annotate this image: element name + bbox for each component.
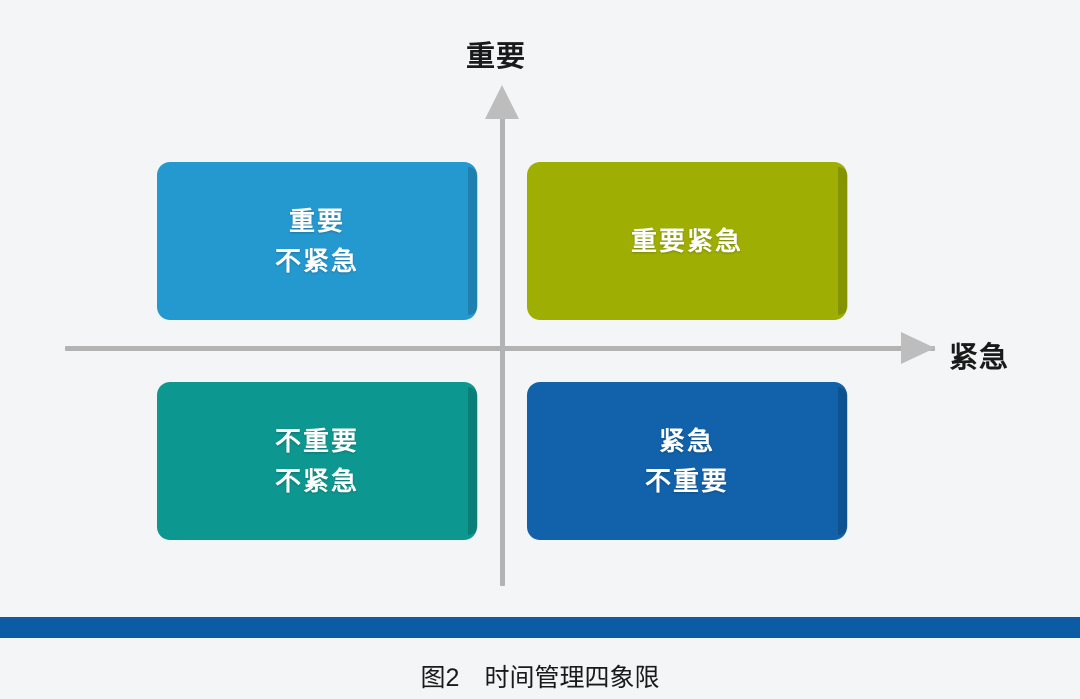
bottom-divider-bar <box>0 617 1080 638</box>
figure-caption: 图2 时间管理四象限 <box>420 664 660 692</box>
quadrant-label-line-2: 不重要 <box>644 466 729 496</box>
quadrant-label-line-1: 重要紧急 <box>630 225 743 256</box>
quadrant-not-important-not-urgent[interactable]: 不重要 不紧急 <box>157 382 478 540</box>
quadrant-urgent-not-important[interactable]: 紧急 不重要 <box>527 382 848 540</box>
quadrant-label-line-1: 紧急 <box>658 425 715 456</box>
vertical-axis-label: 重要 <box>466 41 527 73</box>
quadrant-important-urgent[interactable]: 重要紧急 <box>527 162 848 320</box>
quadrant-important-not-urgent[interactable]: 重要 不紧急 <box>157 162 478 320</box>
quadrant-label-line-1: 不重要 <box>274 425 359 456</box>
quadrant-label-line-2: 不紧急 <box>274 246 359 276</box>
quadrant-label-line-2: 不紧急 <box>274 466 359 496</box>
horizontal-axis-label: 紧急 <box>949 342 1010 374</box>
vertical-axis-arrow-icon <box>485 85 519 119</box>
horizontal-axis-arrow-icon <box>901 332 935 364</box>
quadrant-label-line-1: 重要 <box>288 205 345 236</box>
vertical-axis-line <box>500 110 505 586</box>
